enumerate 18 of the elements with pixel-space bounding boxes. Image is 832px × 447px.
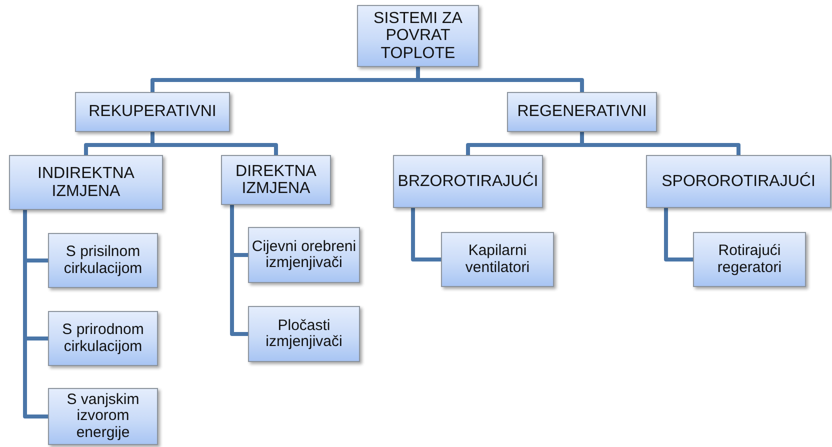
category-box: S prisilnom cirkulacijom bbox=[48, 233, 158, 288]
category-box: S prirodnom cirkulacijom bbox=[48, 311, 158, 366]
connector-line bbox=[664, 208, 693, 262]
connector-line bbox=[411, 208, 441, 262]
category-box: SISTEMI ZA POVRAT TOPLOTE bbox=[357, 5, 479, 67]
category-box: INDIREKTNA IZMJENA bbox=[9, 155, 163, 210]
category-box: DIREKTNA IZMJENA bbox=[221, 155, 331, 205]
category-box: Kapilarni ventilatori bbox=[441, 232, 554, 287]
connector-line bbox=[150, 132, 278, 155]
category-box: SPOROROTIRAJUĆI bbox=[646, 155, 831, 208]
category-box: REGENERATIVNI bbox=[507, 92, 657, 132]
category-box: REKUPERATIVNI bbox=[75, 92, 230, 132]
connector-line bbox=[416, 67, 584, 92]
category-box: Pločasti izmjenjivači bbox=[248, 306, 360, 362]
category-box: S vanjskim izvorom energije bbox=[48, 388, 158, 445]
category-box: Rotirajući regeratori bbox=[693, 232, 806, 287]
category-box: BRZOROTIRAJUĆI bbox=[393, 155, 543, 208]
category-box: Cijevni orebreni izmjenjivači bbox=[248, 227, 360, 283]
